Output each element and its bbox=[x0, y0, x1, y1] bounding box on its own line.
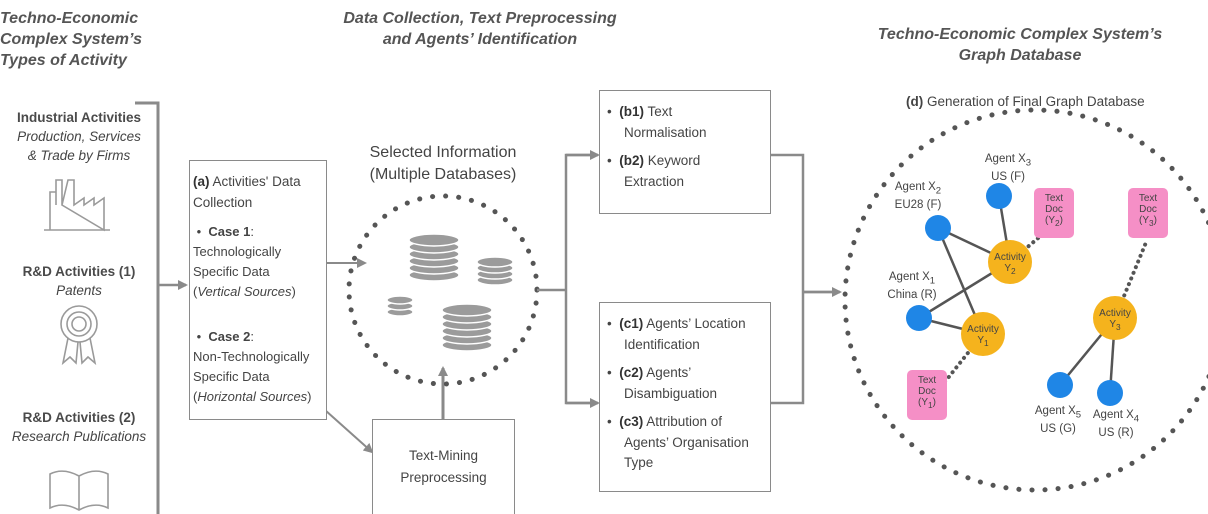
box-c-agents bbox=[599, 302, 771, 492]
doc-label: Text Doc (Y3) bbox=[1138, 193, 1158, 228]
doc-node bbox=[907, 370, 947, 420]
split-connector bbox=[537, 153, 592, 405]
activity-nodes bbox=[961, 240, 1137, 356]
open-book-icon bbox=[49, 470, 109, 511]
agent-node bbox=[925, 215, 951, 241]
award-ribbon-icon bbox=[60, 305, 98, 366]
database-stacks bbox=[386, 233, 514, 352]
text-mining-label: Text-Mining Preprocessing bbox=[400, 448, 487, 485]
activity-industrial: Industrial Activities Production, Servic… bbox=[16, 110, 142, 163]
activity-rd-patents: R&D Activities (1) Patents bbox=[22, 264, 136, 298]
agent-node bbox=[906, 305, 932, 331]
box-a-case1: • Case 1: Technologically Specific Data … bbox=[193, 224, 296, 299]
doc-node bbox=[1128, 188, 1168, 238]
agent-node bbox=[986, 183, 1012, 209]
activity-label: Activity Y3 bbox=[1099, 308, 1131, 332]
activities-bracket bbox=[135, 101, 160, 514]
agent-node bbox=[1097, 380, 1123, 406]
factory-icon bbox=[44, 179, 110, 232]
agent-label: Agent X4 US (R) bbox=[1092, 409, 1140, 440]
agent-label: Agent X3 US (F) bbox=[984, 153, 1032, 184]
header-types-of-activity: Techno-Economic Complex System’s Types o… bbox=[0, 10, 142, 69]
doc-label: Text Doc (Y2) bbox=[1044, 193, 1064, 228]
databases-dotted-circle bbox=[346, 193, 540, 387]
agent-nodes bbox=[906, 183, 1123, 406]
agent-node bbox=[1047, 372, 1073, 398]
activity-rd-publications: R&D Activities (2) Research Publications bbox=[11, 410, 147, 444]
box-a-data-collection bbox=[189, 160, 327, 420]
activity-node bbox=[1093, 296, 1137, 340]
header-data-collection: Data Collection, Text Preprocessing and … bbox=[343, 10, 617, 48]
activity-node bbox=[961, 312, 1005, 356]
box-text-mining bbox=[372, 419, 515, 514]
agent-label: Agent X2 EU28 (F) bbox=[894, 181, 942, 212]
activity-node bbox=[988, 240, 1032, 284]
agent-label: Agent X1 China (R) bbox=[887, 271, 937, 302]
agent-label: Agent X5 US (G) bbox=[1034, 405, 1082, 436]
header-graph-database: Techno-Economic Complex System’s Graph D… bbox=[877, 26, 1163, 64]
box-b-preprocessing bbox=[599, 90, 771, 214]
box-a-title: (a) Activities' Data Collection bbox=[193, 174, 301, 210]
activity-label: Activity Y2 bbox=[994, 252, 1026, 276]
graph-title: (d) Generation of Final Graph Database bbox=[906, 94, 1145, 109]
box-b-items: • (b1) Text Normalisation • (b2) Keyword… bbox=[607, 104, 707, 189]
activity-label: Activity Y1 bbox=[967, 324, 999, 348]
merge-connector bbox=[770, 153, 833, 405]
doc-node bbox=[1034, 188, 1074, 238]
doc-nodes bbox=[907, 188, 1168, 420]
selected-information-label: Selected Information (Multiple Databases… bbox=[369, 144, 517, 183]
box-c-items: • (c1) Agents’ Location Identification •… bbox=[607, 316, 749, 470]
box-a-case2: • Case 2: Non-Technologically Specific D… bbox=[193, 329, 312, 404]
doc-label: Text Doc (Y1) bbox=[917, 375, 937, 410]
